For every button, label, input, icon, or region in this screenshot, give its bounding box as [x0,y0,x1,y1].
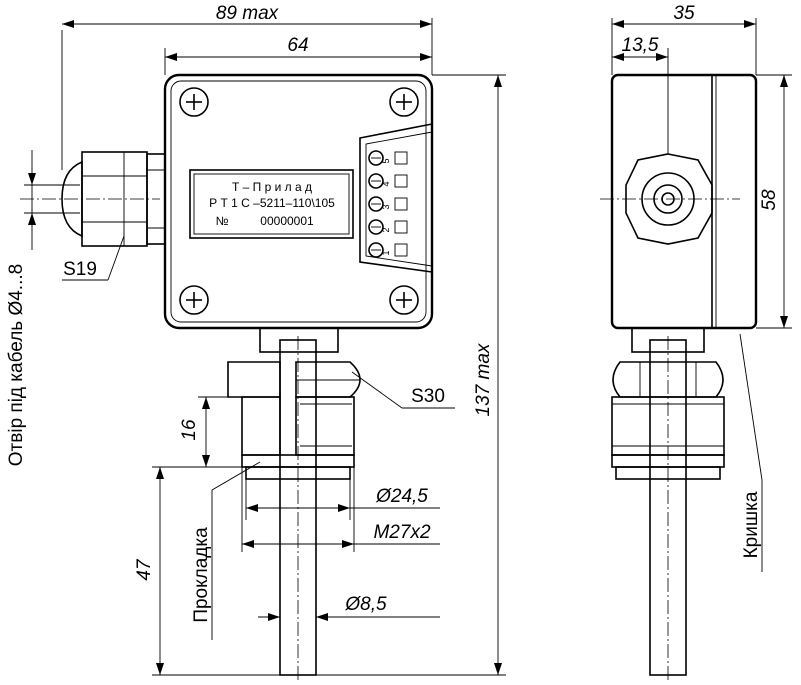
svg-text:16: 16 [179,419,200,441]
housing-neck [259,327,339,353]
housing-inner-edge [170,80,427,323]
side-housing [610,73,758,330]
svg-text:M27x2: M27x2 [373,522,430,543]
side-view: 35 13,5 58 Кришка [600,3,792,680]
svg-text:Ø24,5: Ø24,5 [375,486,428,507]
dimension-cable-hole: Отвір під кабель Ø4...8 [6,150,80,466]
svg-text:Отвір під кабель Ø4...8: Отвір під кабель Ø4...8 [6,264,27,466]
terminal-number: 5 [381,158,391,163]
screw-icon [179,285,209,315]
terminal-block: 5 4 3 2 1 [359,123,433,273]
svg-text:35: 35 [673,3,695,24]
nameplate-brand: Т – П р и л а д [232,180,312,194]
label-gasket: Прокладка [191,461,261,640]
svg-text:64: 64 [287,35,308,56]
terminal-number: 2 [381,227,391,232]
svg-text:S30: S30 [411,386,445,407]
terminal-screw: 5 [368,150,408,166]
svg-text:Прокладка: Прокладка [191,527,212,623]
label-nut-wrench: S30 [351,371,455,409]
terminal-number: 1 [381,250,391,255]
dimension-probe-length: 47 [134,466,280,676]
svg-text:137 max: 137 max [473,342,494,416]
nameplate-serial-value: 00000001 [260,214,314,228]
svg-text:47: 47 [134,558,155,581]
label-cover: Кришка [739,333,763,572]
terminal-number: 4 [381,181,391,186]
terminal-screw: 4 [368,173,408,189]
screw-icon [389,285,419,315]
dimension-depth: 35 [611,3,757,75]
dimension-body-width: 64 [164,35,432,75]
svg-text:13,5: 13,5 [622,35,659,56]
screw-icon [179,87,209,117]
svg-text:S19: S19 [63,259,97,280]
dimension-bore-diameter: Ø24,5 [245,479,440,520]
nameplate-serial-label: № [216,214,229,228]
nameplate: Т – П р и л а д Р Т 1 С –5211–110\105 № … [189,169,354,239]
dimension-thread-spec: M27x2 [241,467,440,552]
dimension-thread-length: 16 [179,396,242,468]
terminal-screw: 1 [368,242,408,258]
label-gland-wrench: S19 [62,235,125,281]
nameplate-model: Р Т 1 С –5211–110\105 [209,196,335,210]
terminal-screw: 3 [368,196,408,212]
front-view: Т – П р и л а д Р Т 1 С –5211–110\105 № … [6,3,506,680]
terminal-screw: 2 [368,219,408,235]
svg-text:89 max: 89 max [216,3,280,24]
dimension-height: 58 [756,74,792,329]
fitting [227,361,361,480]
dimension-probe-diameter: Ø8,5 [258,594,440,621]
dimension-overall-height: 137 max [316,74,506,676]
svg-text:Кришка: Кришка [741,491,762,558]
svg-text:Ø8,5: Ø8,5 [344,594,387,615]
dimension-cover-offset: 13,5 [612,35,669,154]
dimension-overall-width: 89 max [61,3,433,170]
svg-text:58: 58 [759,189,780,211]
terminal-number: 3 [381,204,391,209]
screw-icon [389,87,419,117]
